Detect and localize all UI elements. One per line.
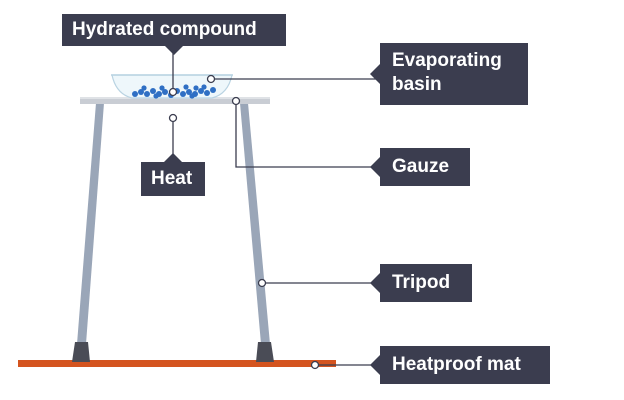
hydrated-compound-crystals	[132, 84, 216, 99]
leader-lines	[172, 45, 380, 366]
dot-hydrated-compound	[168, 87, 178, 97]
tripod-leg-right	[240, 103, 270, 344]
leader-gauze	[235, 104, 380, 168]
evaporating-basin-text-line2: basin	[392, 74, 442, 95]
gauze-label: Gauze	[370, 148, 470, 186]
gauze-text: Gauze	[392, 156, 450, 177]
leader-dots	[168, 74, 320, 370]
evaporating-basin-label: Evaporating basin	[370, 43, 528, 105]
hydrated-compound-label: Hydrated compound	[62, 14, 286, 55]
dot-evaporating-basin	[206, 74, 216, 84]
heat-text: Heat	[151, 168, 193, 189]
heatproof-mat-text: Heatproof mat	[392, 354, 521, 375]
tripod-label: Tripod	[370, 264, 472, 302]
heatproof-mat-shape	[18, 360, 336, 367]
dot-heatproof-mat	[310, 360, 320, 370]
tripod-leg-left	[77, 103, 104, 344]
hydrated-compound-text: Hydrated compound	[72, 19, 257, 40]
tripod-foot-right	[256, 342, 274, 362]
heat-label: Heat	[141, 153, 205, 196]
dot-tripod	[257, 278, 267, 288]
evaporating-basin-text-line1: Evaporating	[392, 50, 502, 71]
tripod-foot-left	[72, 342, 90, 362]
heatproof-mat-label: Heatproof mat	[370, 346, 550, 384]
gauze-shape	[80, 97, 270, 104]
tripod-text: Tripod	[392, 272, 451, 293]
dot-gauze	[231, 96, 241, 106]
dot-heat	[168, 113, 178, 123]
